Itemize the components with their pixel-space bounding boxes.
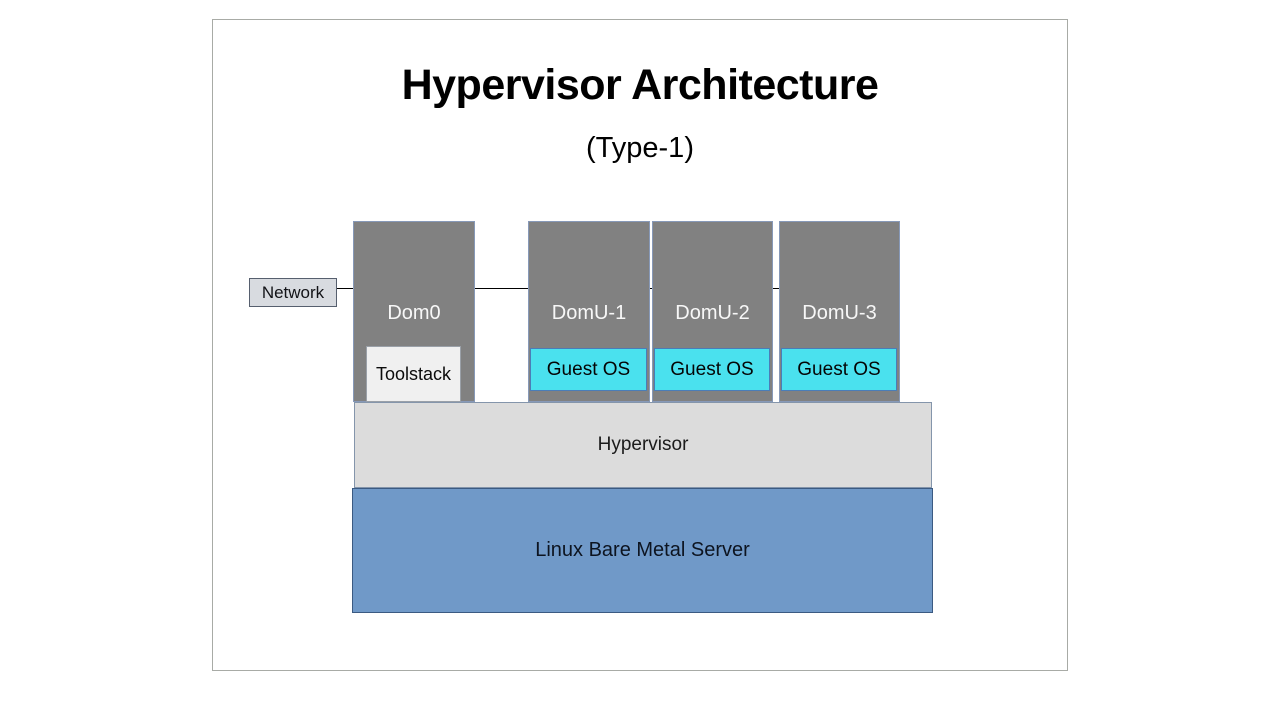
domu-2-guest-os-box: Guest OS	[654, 348, 770, 391]
domu-1-box: DomU-1 Guest OS	[528, 221, 650, 402]
dom0-label: Dom0	[387, 302, 441, 324]
domu-3-label: DomU-3	[802, 302, 877, 324]
hypervisor-label: Hypervisor	[597, 434, 689, 455]
domu-1-guest-os-box: Guest OS	[530, 348, 647, 391]
guest-os-label: Guest OS	[797, 358, 881, 380]
domu-3-box: DomU-3 Guest OS	[779, 221, 900, 402]
dom0-box: Dom0 Toolstack	[353, 221, 475, 402]
domu-2-label: DomU-2	[675, 302, 750, 324]
domu-3-guest-os-box: Guest OS	[781, 348, 897, 391]
guest-os-label: Guest OS	[670, 358, 754, 380]
toolstack-box: Toolstack	[366, 346, 461, 402]
server-label: Linux Bare Metal Server	[535, 539, 750, 561]
diagram-title: Hypervisor Architecture	[401, 61, 879, 109]
domu-1-label: DomU-1	[551, 302, 627, 324]
network-box: Network	[249, 278, 337, 307]
domu-2-box: DomU-2 Guest OS	[652, 221, 773, 402]
hypervisor-layer-bar: Hypervisor	[354, 402, 932, 488]
guest-os-label: Guest OS	[546, 358, 631, 380]
toolstack-label: Toolstack	[375, 363, 452, 384]
network-label: Network	[261, 282, 325, 302]
diagram-subtitle: (Type-1)	[586, 132, 694, 164]
bare-metal-server-bar: Linux Bare Metal Server	[352, 488, 933, 613]
